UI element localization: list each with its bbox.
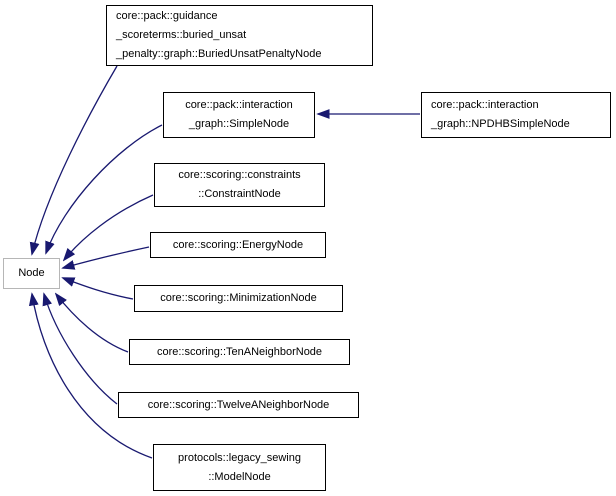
- edge-minimization-to-node: [63, 278, 134, 300]
- class-label-line: ::ConstraintNode: [198, 188, 281, 200]
- class-box-minimization-node[interactable]: core::scoring::MinimizationNode: [134, 285, 343, 312]
- class-label-line: core::scoring::EnergyNode: [172, 238, 304, 251]
- class-label-line: core::scoring::TenANeighborNode: [156, 345, 323, 358]
- class-box-energy-node[interactable]: core::scoring::EnergyNode: [150, 232, 326, 258]
- class-box-constraint-node[interactable]: core::scoring::constraints ::ConstraintN…: [154, 163, 325, 207]
- class-label-line: _graph::NPDHBSimpleNode: [431, 118, 570, 130]
- class-box-model-node[interactable]: protocols::legacy_sewing ::ModelNode: [153, 444, 326, 491]
- class-label-line: core::scoring::TwelveANeighborNode: [147, 398, 330, 411]
- class-label-line: Node: [18, 267, 45, 279]
- class-label-line: core::pack::interaction: [185, 99, 293, 111]
- edge-model-to-node: [32, 294, 153, 459]
- class-label-line: core::pack::guidance: [116, 10, 218, 22]
- class-label-line: _graph::SimpleNode: [188, 118, 290, 130]
- class-box-npdhb-simple-node[interactable]: core::pack::interaction _graph::NPDHBSim…: [421, 92, 611, 138]
- edge-buried-unsat-to-node: [32, 65, 118, 254]
- class-box-node: Node: [3, 258, 60, 289]
- class-label-line: protocols::legacy_sewing: [178, 451, 301, 464]
- class-box-twelve-a-neighbor-node[interactable]: core::scoring::TwelveANeighborNode: [118, 392, 359, 418]
- class-label-line: _scoreterms::buried_unsat: [116, 29, 247, 41]
- class-label-line: core::pack::interaction: [431, 99, 539, 111]
- class-label-line: _penalty::graph::BuriedUnsatPenaltyNode: [116, 48, 322, 60]
- class-box-ten-a-neighbor-node[interactable]: core::scoring::TenANeighborNode: [129, 339, 350, 365]
- class-label-line: core::scoring::MinimizationNode: [160, 292, 317, 304]
- class-box-buried-unsat-penalty-node[interactable]: core::pack::guidance _scoreterms::buried…: [106, 5, 373, 66]
- class-box-simple-node[interactable]: core::pack::interaction _graph::SimpleNo…: [163, 92, 315, 138]
- edge-ten-a-to-node: [56, 294, 129, 353]
- edge-energy-to-node: [63, 246, 150, 268]
- edge-simple-to-node: [46, 124, 163, 253]
- class-label-line: core::scoring::constraints: [178, 169, 301, 181]
- class-label-line: ::ModelNode: [208, 470, 271, 483]
- edge-constraint-to-node: [64, 194, 154, 260]
- edge-twelve-a-to-node: [44, 294, 118, 405]
